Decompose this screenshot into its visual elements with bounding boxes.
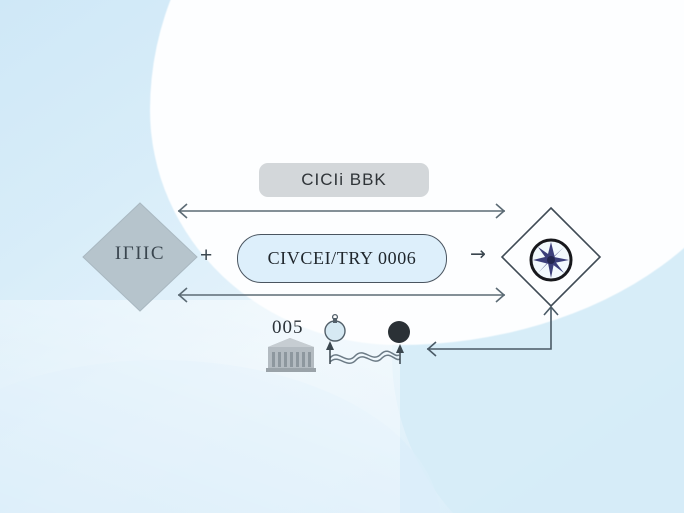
bottom-double-arrow (177, 287, 506, 303)
left-diamond-node[interactable] (82, 202, 198, 312)
left-diamond-label: IΓIIC (114, 243, 166, 264)
up-arrow-icon (326, 341, 404, 364)
top-double-arrow (177, 203, 506, 219)
filled-circle-icon (388, 321, 410, 343)
arrow-right-operator: → (470, 243, 486, 265)
return-elbow-arrow (426, 305, 559, 357)
compass-rose-icon (529, 238, 573, 282)
plus-operator: + (200, 244, 213, 267)
bulb-circle-icon (324, 313, 346, 342)
squiggle-wave-icon (329, 350, 401, 365)
top-label-text: CICIi BBK (301, 170, 387, 189)
bank-building-icon (266, 338, 316, 372)
center-pill[interactable]: CIVCEI/TRY 0006 (237, 234, 447, 283)
top-label-chip[interactable]: CICIi BBK (259, 163, 429, 197)
center-pill-text: CIVCEI/TRY 0006 (267, 248, 417, 268)
bottom-number-label: 005 (272, 317, 304, 338)
